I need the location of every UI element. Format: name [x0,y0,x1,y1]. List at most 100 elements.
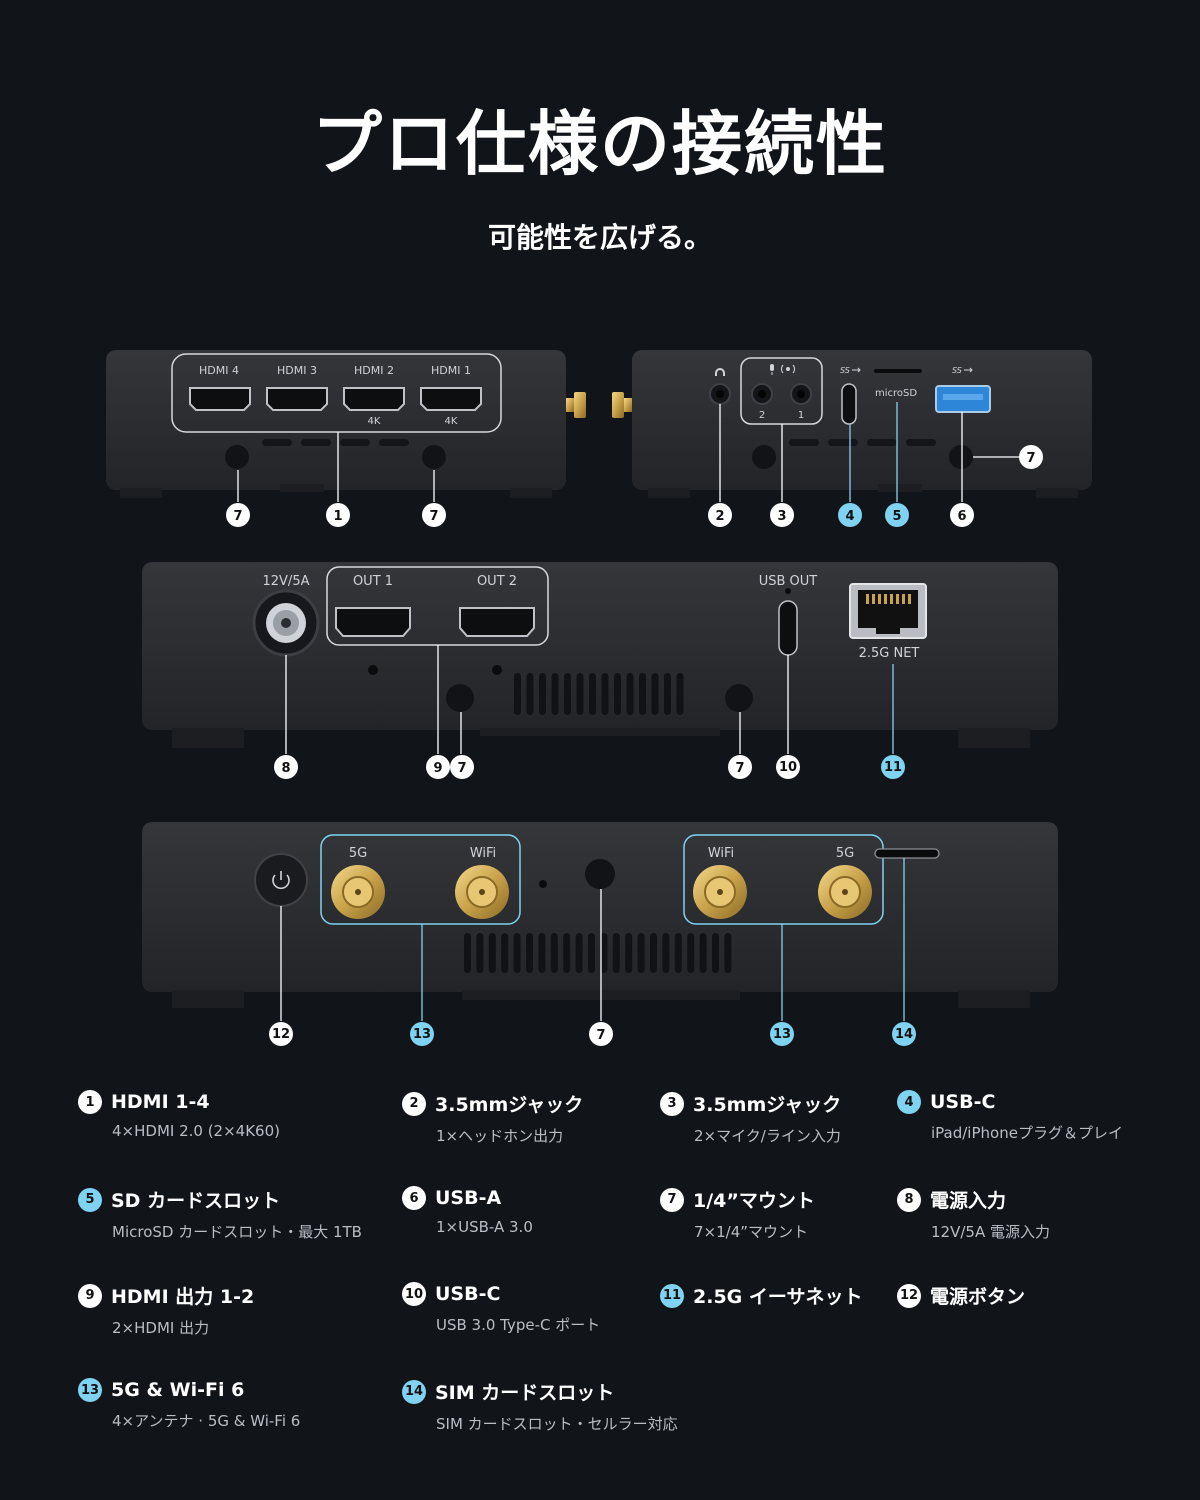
legend-badge: 14 [402,1379,426,1404]
legend-badge: 5 [78,1187,102,1212]
vent-slots [262,439,409,446]
vent-grille [464,933,732,973]
antenna-stub-left [566,392,586,418]
vent-slot [614,673,621,715]
vent-slot [650,933,657,973]
page-subtitle: 可能性を広げる。 [487,221,712,254]
mount-hole [446,684,474,712]
legend-desc: 2×HDMI 出力 [112,1319,210,1337]
antenna-5g-label: 5G [349,846,367,861]
badge-7: 7 [728,755,752,779]
legend-title: 3.5mmジャック [693,1094,842,1116]
vent-slot [589,673,596,715]
svg-text:2: 2 [715,509,724,524]
hdmi-port-1 [420,387,482,411]
usb-c-port [841,383,857,425]
vent-slot [575,933,583,973]
badge-7: 7 [1019,445,1043,469]
microsd-label: microSD [875,388,917,399]
hdmi4-label: HDMI 4 [199,364,239,377]
hdmi2-label: HDMI 2 [354,364,394,377]
badge-7: 7 [450,755,474,779]
svg-text:13: 13 [773,1027,791,1042]
vent-slot [538,933,546,973]
badge-10: 10 [776,755,800,779]
legend-item: 1 HDMI 1-4 4×HDMI 2.0 (2×4K60) [78,1090,378,1140]
vent-slot [501,933,509,973]
antenna-connector-icon [455,865,509,919]
vent-slot [539,673,546,715]
svg-text:7: 7 [457,761,466,776]
hdmi-out-port-1 [335,607,411,637]
badge-7: 7 [226,503,250,527]
legend-desc: 2×マイク/ライン入力 [694,1127,841,1145]
legend-desc: SIM カードスロット・セルラー対応 [436,1415,678,1433]
vent-slot [550,933,558,973]
vent-slot [676,673,684,715]
vent-slot [551,673,559,715]
legend-title: 電源ボタン [930,1286,1026,1308]
antenna-connector-icon [693,865,747,919]
legend-badge: 12 [897,1283,921,1308]
antenna-connector-icon [818,865,872,919]
legend-title: 1/4”マウント [693,1190,815,1212]
mount-hole [225,445,249,469]
usb-superspeed-icon: SS [952,366,973,375]
hdmi-out-port-2 [459,607,535,637]
out2-label: OUT 2 [477,574,517,589]
hdmi-port-4 [189,387,251,411]
vent-slot [526,673,534,715]
vent-slot [513,933,521,973]
vent-slot [588,933,595,973]
vent-slot [639,673,646,715]
vent-slot [664,673,671,715]
antenna-connector-icon [331,865,385,919]
svg-text:5: 5 [892,509,901,524]
svg-text:7: 7 [429,509,438,524]
legend-badge: 4 [897,1090,921,1114]
vent-slot [637,933,645,973]
hdmi-port-3 [266,387,328,411]
vent-slot [601,673,609,715]
legend-badge: 1 [78,1090,102,1114]
legend-badge: 8 [897,1187,921,1212]
legend-badge: 11 [660,1283,684,1308]
vent-slot [651,673,659,715]
legend-item-header: 1 HDMI 1-4 [78,1090,378,1114]
vent-slot [699,933,707,973]
antenna-group-right [683,834,884,925]
badge-2: 2 [708,503,732,527]
vent-slot [576,673,584,715]
legend-item-header: 12 電源ボタン [897,1282,1197,1309]
mic-icon [770,364,774,375]
legend-item: 12 電源ボタン [897,1282,1197,1309]
legend-badge: 3 [660,1091,684,1116]
antenna-wifi-label: WiFi [708,846,734,861]
out1-label: OUT 1 [353,574,393,589]
dc-power-jack [252,589,320,657]
legend-title: HDMI 1-4 [111,1091,210,1113]
legend-title: SD カードスロット [111,1190,281,1212]
svg-text:4: 4 [845,509,854,524]
legend-badge: 9 [78,1283,102,1308]
svg-text:11: 11 [884,760,902,775]
vent-grille [514,673,684,715]
legend-title: 5G & Wi-Fi 6 [111,1379,245,1401]
svg-text:13: 13 [413,1027,431,1042]
mount-hole [752,445,776,469]
legend-desc: 4×HDMI 2.0 (2×4K60) [112,1122,280,1140]
vent-slot [526,933,533,973]
vent-slot [488,933,496,973]
legend-title: USB-C [435,1283,501,1305]
badge-13: 13 [410,1022,434,1046]
power-button[interactable] [254,853,308,907]
